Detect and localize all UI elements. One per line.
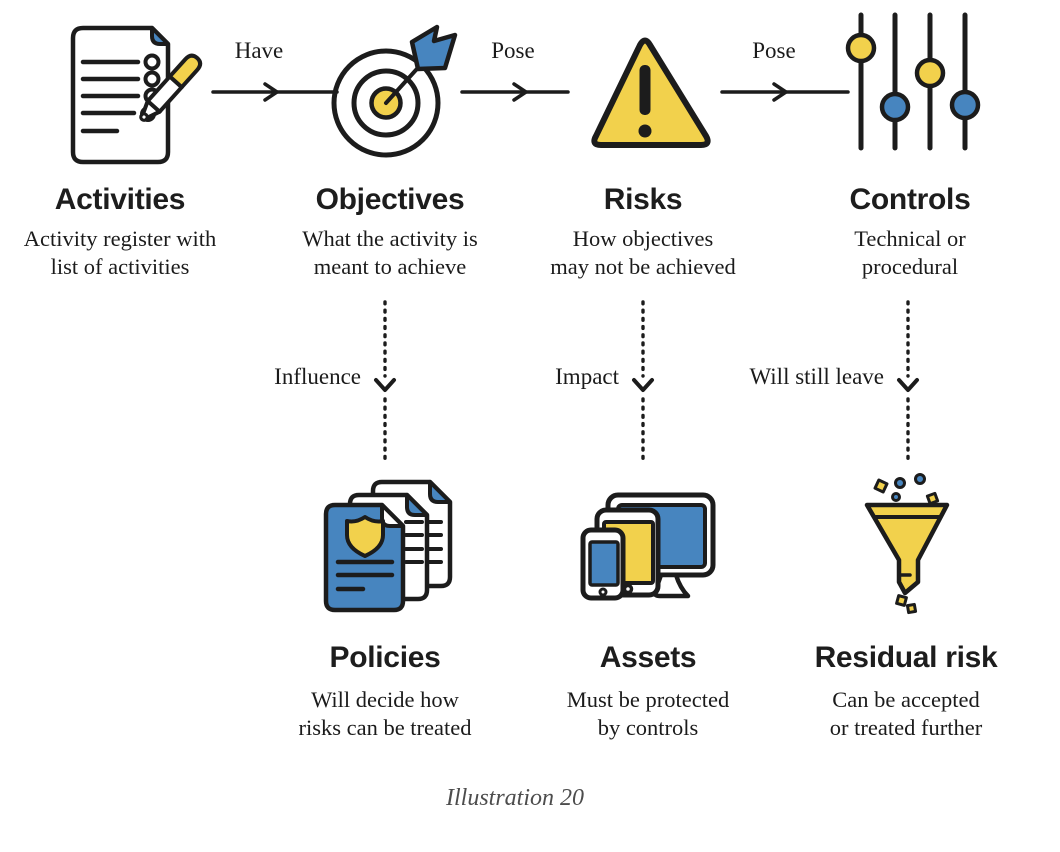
- node-desc-controls: Technical or procedural: [854, 226, 966, 279]
- node-desc-policies: Will decide how risks can be treated: [298, 687, 472, 740]
- node-desc-objectives: What the activity is meant to achieve: [302, 226, 478, 279]
- devices-icon: [575, 480, 725, 605]
- node-title-assets: Assets: [599, 641, 697, 674]
- arrow-right-icon: [211, 81, 339, 103]
- dotted-arrow-down-icon: [373, 300, 397, 466]
- funnel-icon: [853, 472, 963, 615]
- arrow-label-pose-1: Pose: [491, 38, 535, 63]
- node-title-activities: Activities: [54, 183, 186, 216]
- node-title-objectives: Objectives: [315, 183, 465, 216]
- node-title-policies: Policies: [329, 641, 441, 674]
- arrow-right-icon: [720, 81, 850, 103]
- policy-documents-icon: [318, 472, 456, 617]
- arrow-label-pose-2: Pose: [752, 38, 796, 63]
- node-title-residual-risk: Residual risk: [814, 641, 998, 674]
- node-desc-risks: How objectives may not be achieved: [550, 226, 736, 279]
- arrow-label-impact: Impact: [555, 364, 619, 389]
- checklist-pencil-icon: [55, 15, 225, 173]
- warning-triangle-icon: [578, 28, 726, 154]
- node-title-controls: Controls: [849, 183, 971, 216]
- node-desc-residual-risk: Can be accepted or treated further: [829, 687, 983, 740]
- node-desc-activities: Activity register with list of activitie…: [23, 226, 217, 279]
- arrow-label-will-still-leave: Will still leave: [749, 364, 885, 389]
- sliders-icon: [845, 8, 981, 151]
- arrow-right-icon: [460, 81, 570, 103]
- arrow-label-have: Have: [234, 38, 284, 63]
- illustration-caption: Illustration 20: [445, 785, 584, 811]
- dotted-arrow-down-icon: [896, 300, 920, 466]
- node-desc-assets: Must be protected by controls: [566, 687, 730, 740]
- dotted-arrow-down-icon: [631, 300, 655, 466]
- node-title-risks: Risks: [603, 183, 683, 216]
- target-arrow-icon: [315, 18, 465, 168]
- arrow-label-influence: Influence: [274, 364, 361, 389]
